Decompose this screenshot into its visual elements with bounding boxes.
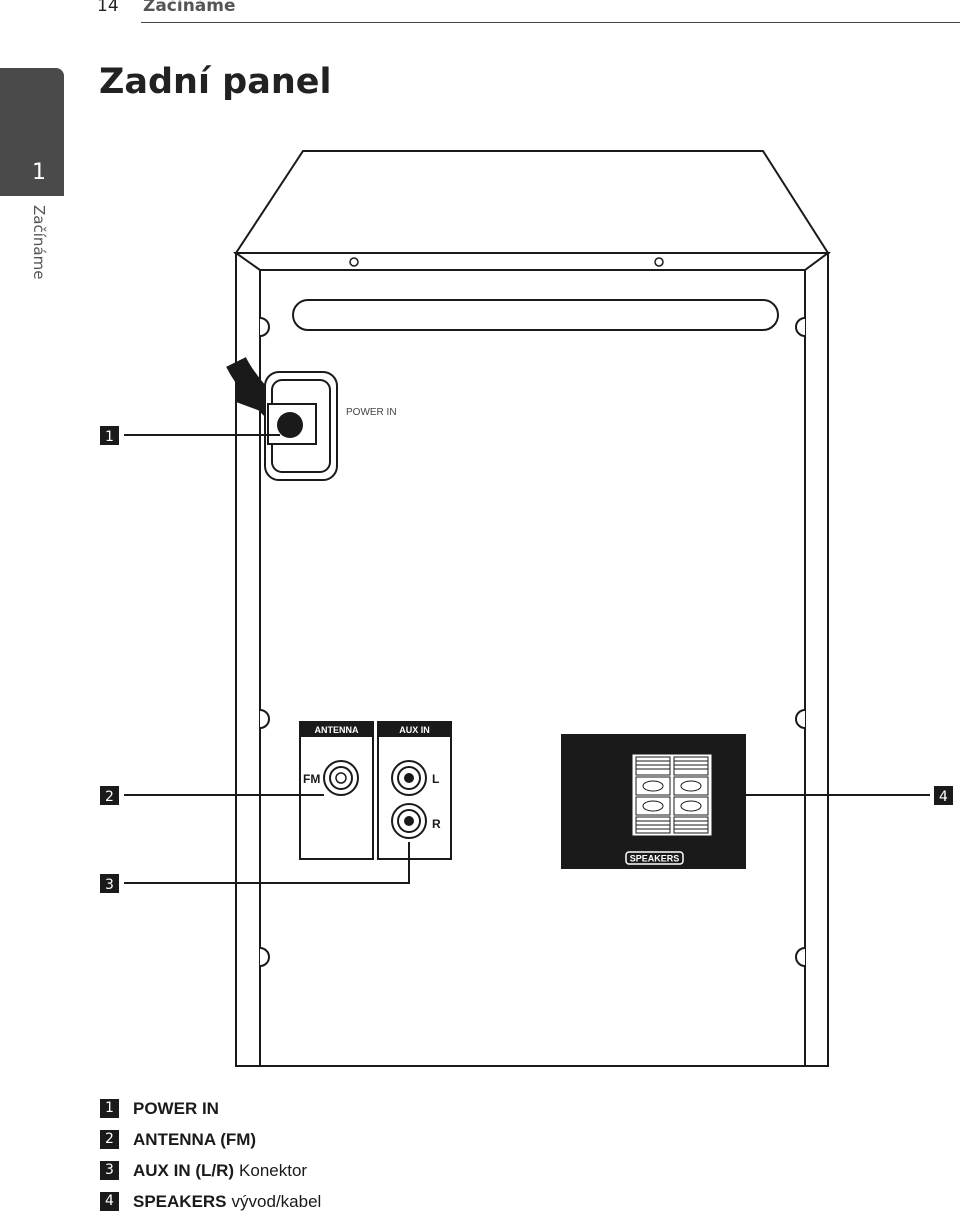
power-plug-icon — [277, 412, 303, 438]
callout-4-badge — [934, 786, 953, 805]
callout-3-number: 3 — [105, 877, 114, 893]
speaker-terminals-icon — [635, 756, 709, 834]
aux-left-jack-pin — [404, 773, 414, 783]
aux-left-label: L — [432, 772, 439, 786]
page-title: Zadní panel — [99, 62, 332, 102]
legend-badge: 3 — [100, 1161, 119, 1180]
screw-icon — [654, 257, 664, 267]
callout-2-number: 2 — [105, 789, 114, 805]
legend-list: 1 POWER IN 2 ANTENNA (FM) 3 AUX IN (L/R)… — [100, 1093, 321, 1217]
legend-item: 3 AUX IN (L/R) Konektor — [100, 1155, 321, 1186]
screw-icon — [349, 257, 359, 267]
speakers-label: SPEAKERS — [630, 854, 680, 864]
fm-label: FM — [303, 772, 320, 786]
inner-panel — [259, 269, 806, 1067]
rear-panel-diagram: POWER IN 1 ANTENNA FM AUX IN L R 2 3 — [100, 150, 953, 1067]
legend-desc: Konektor — [239, 1160, 308, 1180]
callout-4-number: 4 — [939, 789, 948, 805]
page-number: 14 — [97, 0, 119, 16]
callout-3-line — [124, 842, 410, 884]
speakers-label-box — [625, 851, 684, 865]
vent-slot — [292, 299, 779, 331]
aux-right-jack-pin — [404, 816, 414, 826]
aux-header — [378, 722, 451, 737]
header-rule — [141, 22, 960, 23]
legend-item: 4 SPEAKERS vývod/kabel — [100, 1186, 321, 1217]
page-header: 14 Začínáme — [0, 0, 960, 30]
callout-2-badge — [100, 786, 119, 805]
unit-top-lid — [234, 150, 830, 254]
antenna-header — [300, 722, 373, 737]
fm-jack-pin — [335, 772, 347, 784]
legend-term: POWER IN — [133, 1098, 219, 1118]
callout-3-badge — [100, 874, 119, 893]
chapter-tab — [0, 68, 64, 196]
aux-label: AUX IN — [399, 725, 430, 735]
callout-1-badge — [100, 426, 119, 445]
aux-right-label: R — [432, 817, 441, 831]
power-in-label: POWER IN — [346, 407, 397, 418]
antenna-label: ANTENNA — [315, 725, 359, 735]
legend-term: ANTENNA (FM) — [133, 1129, 257, 1149]
chapter-number: 1 — [32, 160, 46, 185]
chapter-label: Začínáme — [30, 205, 48, 280]
legend-desc: vývod/kabel — [231, 1191, 322, 1211]
legend-badge: 2 — [100, 1130, 119, 1149]
legend-item: 1 POWER IN — [100, 1093, 321, 1124]
legend-badge: 4 — [100, 1192, 119, 1211]
running-head: Začínáme — [143, 0, 236, 16]
side-notches — [259, 317, 806, 967]
legend-term: AUX IN (L/R) — [133, 1160, 235, 1180]
legend-badge: 1 — [100, 1099, 119, 1118]
legend-item: 2 ANTENNA (FM) — [100, 1124, 321, 1155]
callout-1-number: 1 — [105, 429, 114, 445]
legend-term: SPEAKERS — [133, 1191, 227, 1211]
